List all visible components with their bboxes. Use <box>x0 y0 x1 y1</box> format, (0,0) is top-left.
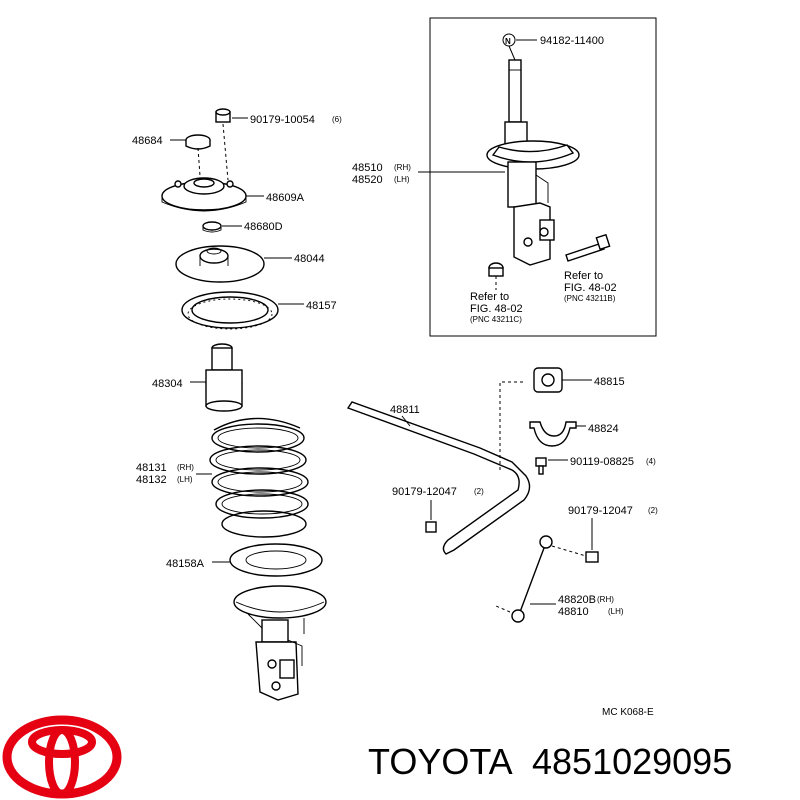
refer-right-line3: (PNC 43211B) <box>564 294 616 303</box>
leader-line <box>401 415 411 427</box>
label-94182-11400: 94182-11400 <box>540 35 604 47</box>
label-90179-12047-left: 90179-12047 <box>392 486 457 498</box>
label-48680D: 48680D <box>244 221 283 233</box>
label-48520: 48520 <box>352 174 383 186</box>
label-48510-suffix: (RH) <box>394 163 411 172</box>
new-part-marker-text: N <box>505 37 511 46</box>
label-48044: 48044 <box>294 253 325 265</box>
bushing-drawing <box>533 367 563 393</box>
strut-inset: N 94182-11400 48510 (RH) 4 <box>352 17 657 337</box>
label-48815: 48815 <box>594 376 625 388</box>
bolt-drawing <box>535 457 547 475</box>
support-drawing <box>161 177 247 212</box>
top-nut-drawing <box>215 108 231 181</box>
label-48132: 48132 <box>136 474 167 486</box>
label-90179-12047-right: 90179-12047 <box>568 505 633 517</box>
left-nut-drawing <box>425 500 437 533</box>
label-48811: 48811 <box>390 404 420 416</box>
coil-spring-drawing <box>209 417 309 538</box>
label-48684: 48684 <box>132 135 163 147</box>
bearing-drawing <box>202 221 222 233</box>
label-90119-08825: 90119-08825 <box>570 456 634 468</box>
refer-left-line1: Refer to <box>470 291 509 303</box>
stabilizer-bar-drawing <box>346 401 531 555</box>
label-90179-10054-qty: (6) <box>332 115 342 124</box>
label-48132-suffix: (LH) <box>177 475 193 484</box>
inset-frame <box>429 17 657 337</box>
refer-right-line1: Refer to <box>564 270 603 282</box>
label-48810-suffix: (LH) <box>608 607 624 616</box>
bump-stopper-drawing <box>205 343 243 412</box>
label-48510: 48510 <box>352 162 383 174</box>
lower-insulator-drawing <box>229 543 323 577</box>
stabilizer-group: 48811 48815 48824 90119-08825 (4) 90 <box>346 367 658 623</box>
strut-assembly-drawing <box>486 59 611 290</box>
label-90179-12047-right-qty: (2) <box>648 506 658 515</box>
stabilizer-link-drawing <box>495 535 553 623</box>
part-number: 4851029095 <box>532 741 732 782</box>
label-48131: 48131 <box>136 462 167 474</box>
refer-left-line2: FIG. 48-02 <box>470 303 523 315</box>
insulator-drawing <box>181 291 279 330</box>
bracket-drawing <box>529 421 577 447</box>
toyota-logo-icon <box>2 715 122 799</box>
cap-drawing <box>185 134 211 177</box>
label-48609A: 48609A <box>266 192 305 204</box>
drawing-code: MC K068-E <box>602 707 654 718</box>
lower-strut-drawing <box>233 585 327 701</box>
label-90119-08825-qty: (4) <box>646 457 656 466</box>
leader-line <box>508 45 516 61</box>
label-48820B: 48820B <box>558 594 596 606</box>
label-48820B-suffix: (RH) <box>597 595 614 604</box>
label-90179-12047-left-qty: (2) <box>474 487 484 496</box>
label-48157: 48157 <box>306 300 337 312</box>
upper-seat-drawing <box>175 245 265 283</box>
label-48158A: 48158A <box>166 558 205 570</box>
label-48824: 48824 <box>588 423 619 435</box>
refer-right-line2: FIG. 48-02 <box>564 282 617 294</box>
brand-name: TOYOTA <box>368 741 513 782</box>
bracket-guide <box>499 381 526 470</box>
label-90179-10054: 90179-10054 <box>250 114 315 126</box>
label-48304: 48304 <box>152 378 183 390</box>
label-48810: 48810 <box>558 606 589 618</box>
label-48131-suffix: (RH) <box>177 463 194 472</box>
right-nut-drawing <box>551 518 599 563</box>
refer-left-line3: (PNC 43211C) <box>470 315 522 324</box>
left-parts-stack: 90179-10054 (6) 48684 48609A 48680D <box>132 108 342 701</box>
label-48520-suffix: (LH) <box>394 175 410 184</box>
